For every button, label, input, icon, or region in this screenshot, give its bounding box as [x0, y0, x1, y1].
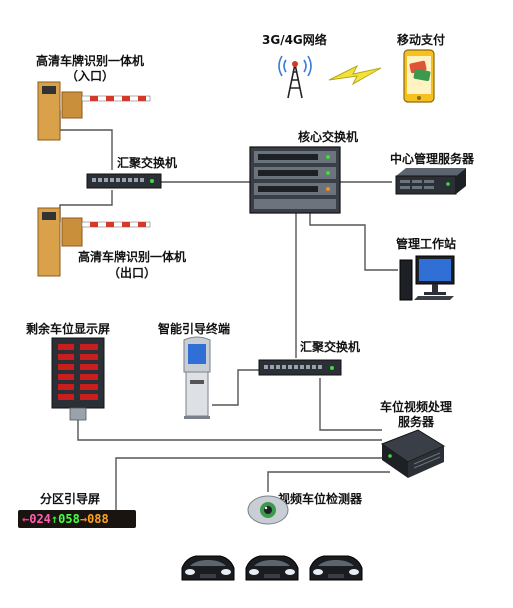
zone-guide-sign: ←024↑058→088: [18, 510, 136, 528]
rack-server-icon: [395, 168, 466, 195]
lpr-exit-sub: （出口）: [107, 266, 156, 280]
mobile-pay-label: 移动支付: [397, 33, 446, 47]
zone-arrow-right: →: [79, 512, 88, 526]
lpr-entry-title: 高清车牌识别一体机: [35, 54, 144, 68]
wire-kiosk-to-agg2: [212, 369, 262, 406]
zone-sign-label: 分区引导屏: [40, 492, 101, 506]
network-label: 3G/4G网络: [262, 33, 327, 47]
wire-core-to-workstation: [309, 200, 398, 271]
smartphone-icon: [403, 49, 435, 103]
led-display-icon: [51, 337, 105, 421]
spaces-display-label: 剩余车位显示屏: [26, 322, 111, 336]
wire-display-to-videoserver: [77, 420, 382, 441]
camera-icon: [247, 495, 289, 525]
video-server-icon: [380, 429, 446, 478]
zone-count-2: 058: [58, 512, 80, 526]
car-icon: [245, 555, 299, 581]
network-switch-icon: [249, 146, 341, 214]
network-switch-icon: [258, 359, 342, 376]
cell-tower-icon: [278, 55, 312, 99]
video-server-label-line2: 服务器: [398, 415, 435, 429]
video-detector-label: 视频车位检测器: [278, 492, 363, 506]
zone-arrow-up: ↑: [50, 512, 59, 526]
guide-terminal-label: 智能引导终端: [158, 322, 231, 336]
central-server-label: 中心管理服务器: [390, 152, 475, 166]
network-switch-icon: [86, 173, 162, 189]
barrier-gate-icon: [37, 81, 151, 141]
kiosk-icon: [183, 336, 211, 419]
lpr-exit-title: 高清车牌识别一体机: [77, 250, 186, 264]
lightning-icon: [328, 64, 382, 86]
lpr-entry-sub: （入口）: [65, 69, 114, 83]
zone-count-3: 088: [87, 512, 109, 526]
wire-sign-to-videoserver: [115, 457, 382, 510]
computer-icon: [399, 255, 455, 301]
wire-detector-to-videoserver: [267, 471, 390, 492]
wire-agg2-to-videoserver: [319, 378, 382, 431]
car-icon: [309, 555, 363, 581]
workstation-label: 管理工作站: [396, 237, 457, 251]
core-switch-label: 核心交换机: [298, 130, 359, 144]
zone-count-1: 024: [29, 512, 51, 526]
car-icon: [181, 555, 235, 581]
agg-switch-1-label: 汇聚交换机: [117, 156, 178, 170]
agg-switch-2-label: 汇聚交换机: [300, 340, 361, 354]
video-server-label-line1: 车位视频处理: [380, 400, 453, 414]
zone-arrow-left: ←: [22, 512, 30, 526]
barrier-gate-icon: [37, 207, 151, 277]
